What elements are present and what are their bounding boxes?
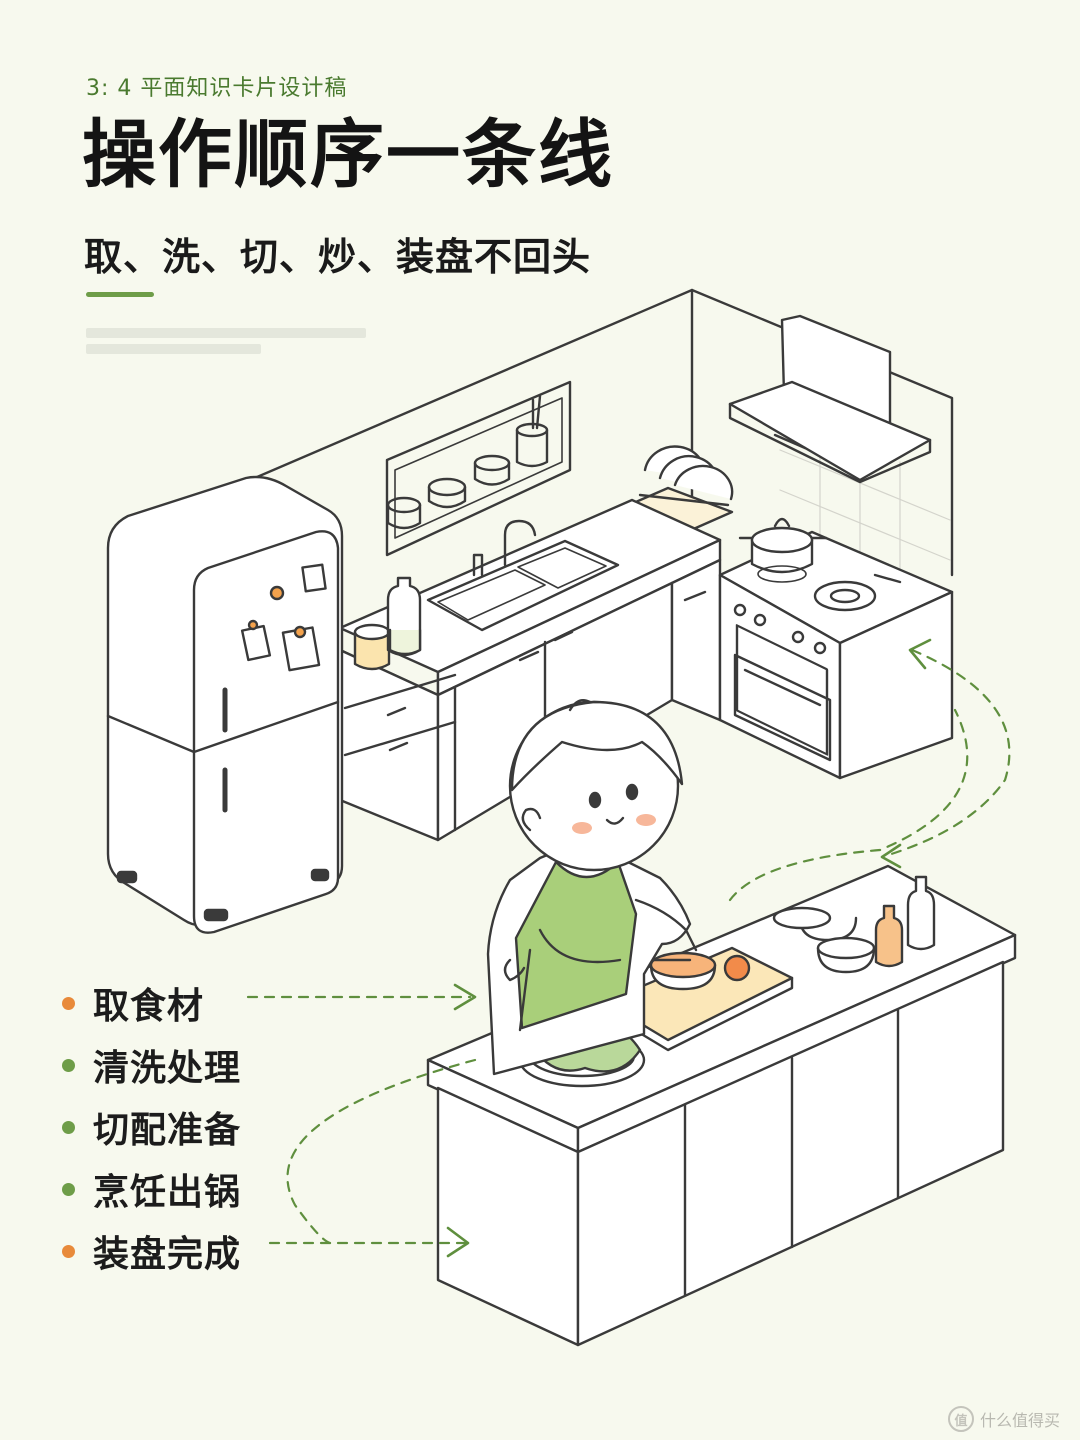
watermark-text: 什么值得买 <box>979 1411 1060 1430</box>
bullet-dot <box>62 1244 75 1258</box>
title-divider <box>86 292 154 297</box>
bullet-dot <box>62 1058 75 1072</box>
watermark: 值 什么值得买 <box>947 1406 1060 1432</box>
list-item: 切配准备 <box>62 1096 241 1158</box>
bullet-dot <box>62 1120 75 1134</box>
watermark-logo-icon: 值 <box>947 1406 974 1432</box>
step-label: 清洗处理 <box>93 1048 242 1089</box>
list-item: 装盘完成 <box>62 1220 241 1282</box>
step-label: 烹饪出锅 <box>93 1172 242 1213</box>
bullet-dot <box>62 996 75 1010</box>
flow-arrows <box>246 648 1011 1245</box>
step-label: 取食材 <box>93 986 205 1027</box>
wall-shelf <box>385 380 572 557</box>
step-list: 取食材 清洗处理 切配准备 烹饪出锅 装盘完成 <box>62 972 241 1282</box>
list-item: 取食材 <box>62 972 241 1034</box>
arrowheads <box>446 638 932 1258</box>
page-subtitle: 取、洗、切、炒、装盘不回头 <box>84 235 592 279</box>
page-title: 操作顺序一条线 <box>82 112 614 198</box>
list-item: 烹饪出锅 <box>62 1158 241 1220</box>
range-hood <box>728 314 932 484</box>
step-label: 装盘完成 <box>93 1234 242 1275</box>
eyebrow-label: 3: 4 平面知识卡片设计稿 <box>86 76 348 101</box>
list-item: 清洗处理 <box>62 1034 241 1096</box>
person <box>486 699 698 1076</box>
sink <box>426 519 620 632</box>
refrigerator <box>106 475 344 934</box>
bullet-dot <box>62 1182 75 1196</box>
faint-decorative-text <box>86 322 386 360</box>
counter-jars <box>353 576 422 671</box>
step-label: 切配准备 <box>93 1110 242 1151</box>
stove <box>718 517 954 780</box>
